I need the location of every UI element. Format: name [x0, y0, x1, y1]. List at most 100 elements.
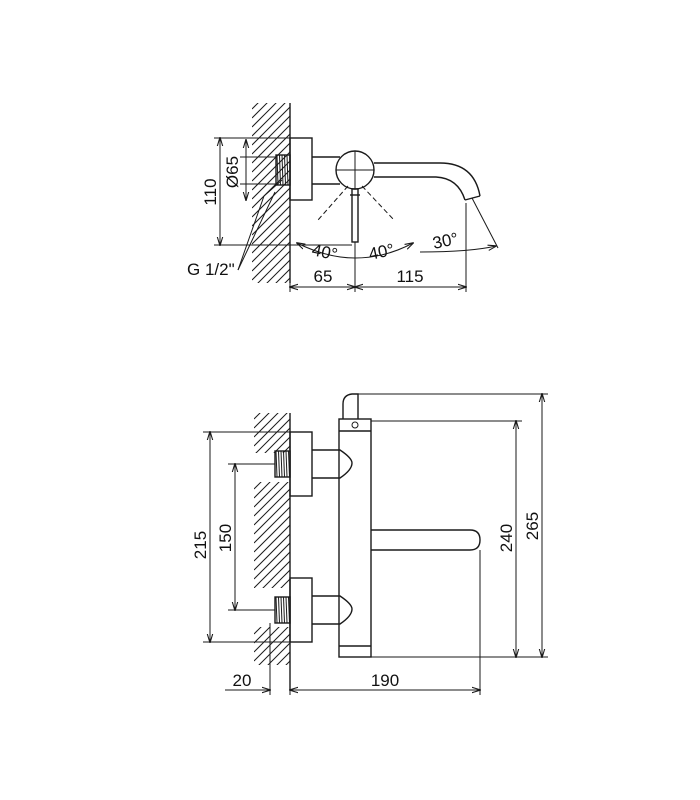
hatch-line: [254, 506, 290, 544]
hatch-line: [280, 578, 290, 588]
hatch-line: [257, 250, 290, 283]
thread-line: [285, 450, 288, 478]
thread-line: [285, 596, 288, 624]
hatch-line: [252, 169, 290, 209]
hatch-line: [254, 374, 290, 410]
thread-label: G 1/2": [187, 260, 235, 279]
front-view: 215 150 240 265 20 190: [191, 374, 548, 706]
thread-leader-1: [237, 179, 283, 271]
thread-leader-2: [237, 191, 276, 271]
thread-line: [276, 154, 279, 186]
hatch-line: [285, 660, 290, 665]
hatch-line: [254, 515, 290, 553]
dim-215-label: 215: [191, 531, 210, 559]
hatch-line: [252, 287, 290, 325]
hatch-line: [252, 187, 290, 227]
thread-line: [280, 596, 283, 624]
hatch-line: [254, 533, 290, 571]
hatch-line: [266, 259, 290, 283]
thread-line: [280, 450, 283, 478]
thread-line: [283, 596, 285, 624]
hatch-line: [252, 196, 290, 236]
angle-right-label: 40°: [367, 240, 396, 264]
hatch-line: [264, 427, 290, 453]
hatch-line: [252, 232, 290, 272]
hatch-line: [254, 627, 271, 644]
wall-hatching-top: [252, 62, 290, 325]
hatch-line: [254, 627, 280, 653]
hatch-line: [254, 497, 290, 535]
dim-265-label: 265: [523, 512, 542, 540]
dim-190-label: 190: [371, 671, 399, 690]
body-screw: [351, 421, 359, 429]
wall-hatching-front-1: [254, 374, 290, 453]
handle-rotation-right: [361, 185, 395, 221]
hatch-line: [254, 413, 288, 447]
top-view: 40° 40° 30° 110 Ø65 G 1/2" 65 115: [187, 62, 499, 325]
hatch-line: [262, 560, 290, 588]
thread-line: [275, 450, 278, 478]
wall-flange-top: [289, 137, 313, 201]
spout-upper-edge: [374, 162, 481, 197]
horizontal-lever: [371, 529, 481, 551]
hatch-line: [276, 651, 290, 665]
dim-d65-label: Ø65: [223, 156, 242, 188]
hatch-line: [252, 142, 290, 182]
hatch-line: [271, 569, 290, 588]
thread-line: [288, 596, 290, 624]
spout-rotation-line: [471, 197, 499, 249]
wall-hatching-front-3: [254, 627, 290, 706]
hatch-line: [254, 488, 290, 526]
lower-thread: [275, 596, 290, 624]
hatch-line: [252, 214, 290, 254]
hatch-line: [254, 551, 290, 588]
hatch-line: [267, 642, 290, 665]
dim-240-label: 240: [497, 524, 516, 552]
angle-spout-label: 30°: [431, 229, 460, 253]
hatch-line: [254, 413, 270, 429]
hatch-line: [252, 62, 290, 100]
hatch-line: [254, 627, 289, 662]
lower-flange: [289, 577, 313, 643]
angle-left-label: 40°: [310, 240, 339, 264]
dim-115-label: 115: [396, 267, 423, 286]
lower-union-nut: [312, 595, 353, 625]
hatch-line: [284, 277, 290, 283]
hatch-line: [273, 436, 290, 453]
top-handle: [342, 393, 359, 419]
thread-line: [278, 450, 280, 478]
hatch-line: [252, 106, 290, 146]
dim-65-label: 65: [314, 267, 333, 286]
hatch-line: [252, 103, 286, 137]
hatch-line: [254, 524, 290, 562]
thread-line: [275, 596, 278, 624]
hatch-line: [254, 670, 290, 706]
upper-flange: [289, 431, 313, 497]
hatch-line: [254, 627, 262, 635]
hatch-line: [254, 482, 262, 490]
hatch-line: [252, 115, 290, 155]
hatch-line: [252, 241, 290, 281]
mixer-body: [338, 418, 372, 658]
upper-thread: [275, 450, 290, 478]
angle-arc-right: [354, 243, 413, 259]
hatch-line: [254, 482, 289, 517]
hatch-line: [255, 418, 290, 453]
thread-top: [276, 154, 289, 186]
thread-line: [288, 450, 290, 478]
hatch-line: [254, 482, 280, 508]
spout-lower-edge: [374, 176, 466, 201]
handle-rotation-left: [317, 185, 349, 221]
hatch-line: [252, 223, 290, 263]
hatch-line: [254, 482, 271, 499]
hatch-line: [254, 413, 279, 438]
dim-150-label: 150: [216, 524, 235, 552]
hatch-line: [254, 542, 290, 580]
thread-line: [281, 154, 284, 186]
hatch-line: [252, 133, 290, 173]
thread-line: [284, 154, 286, 186]
thread-line: [286, 154, 289, 186]
thread-line: [278, 596, 280, 624]
thread-line: [279, 154, 281, 186]
